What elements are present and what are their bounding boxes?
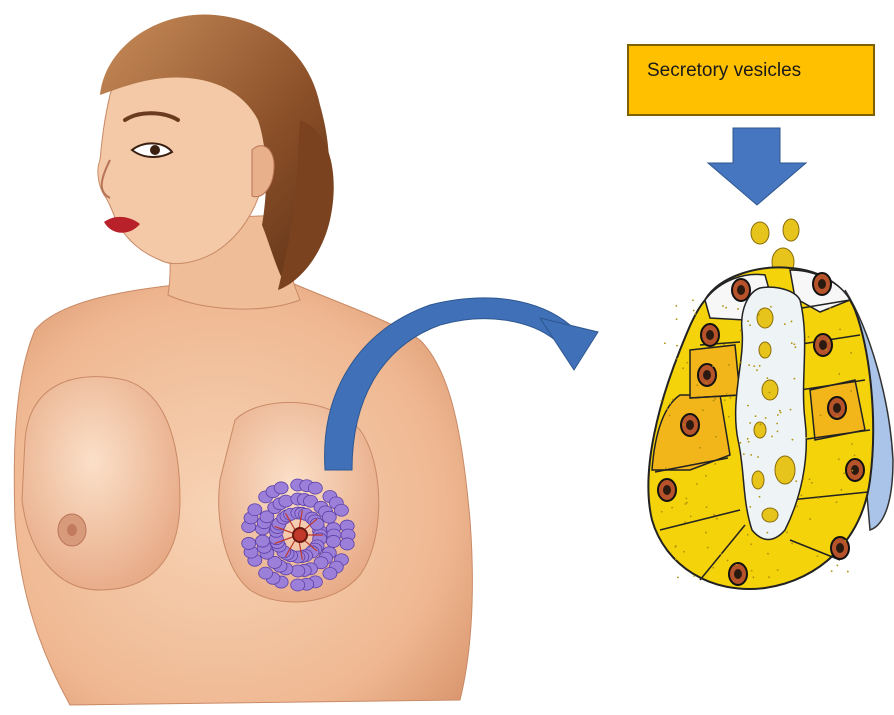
woman-figure [14,15,472,705]
down-arrow-icon [708,128,806,205]
secretory-vesicles-label: Secretory vesicles [627,44,875,116]
breast-left [22,377,180,590]
alveolus-diagram [648,267,893,589]
lobule-center-duct [293,528,307,542]
label-text: Secretory vesicles [647,60,801,82]
